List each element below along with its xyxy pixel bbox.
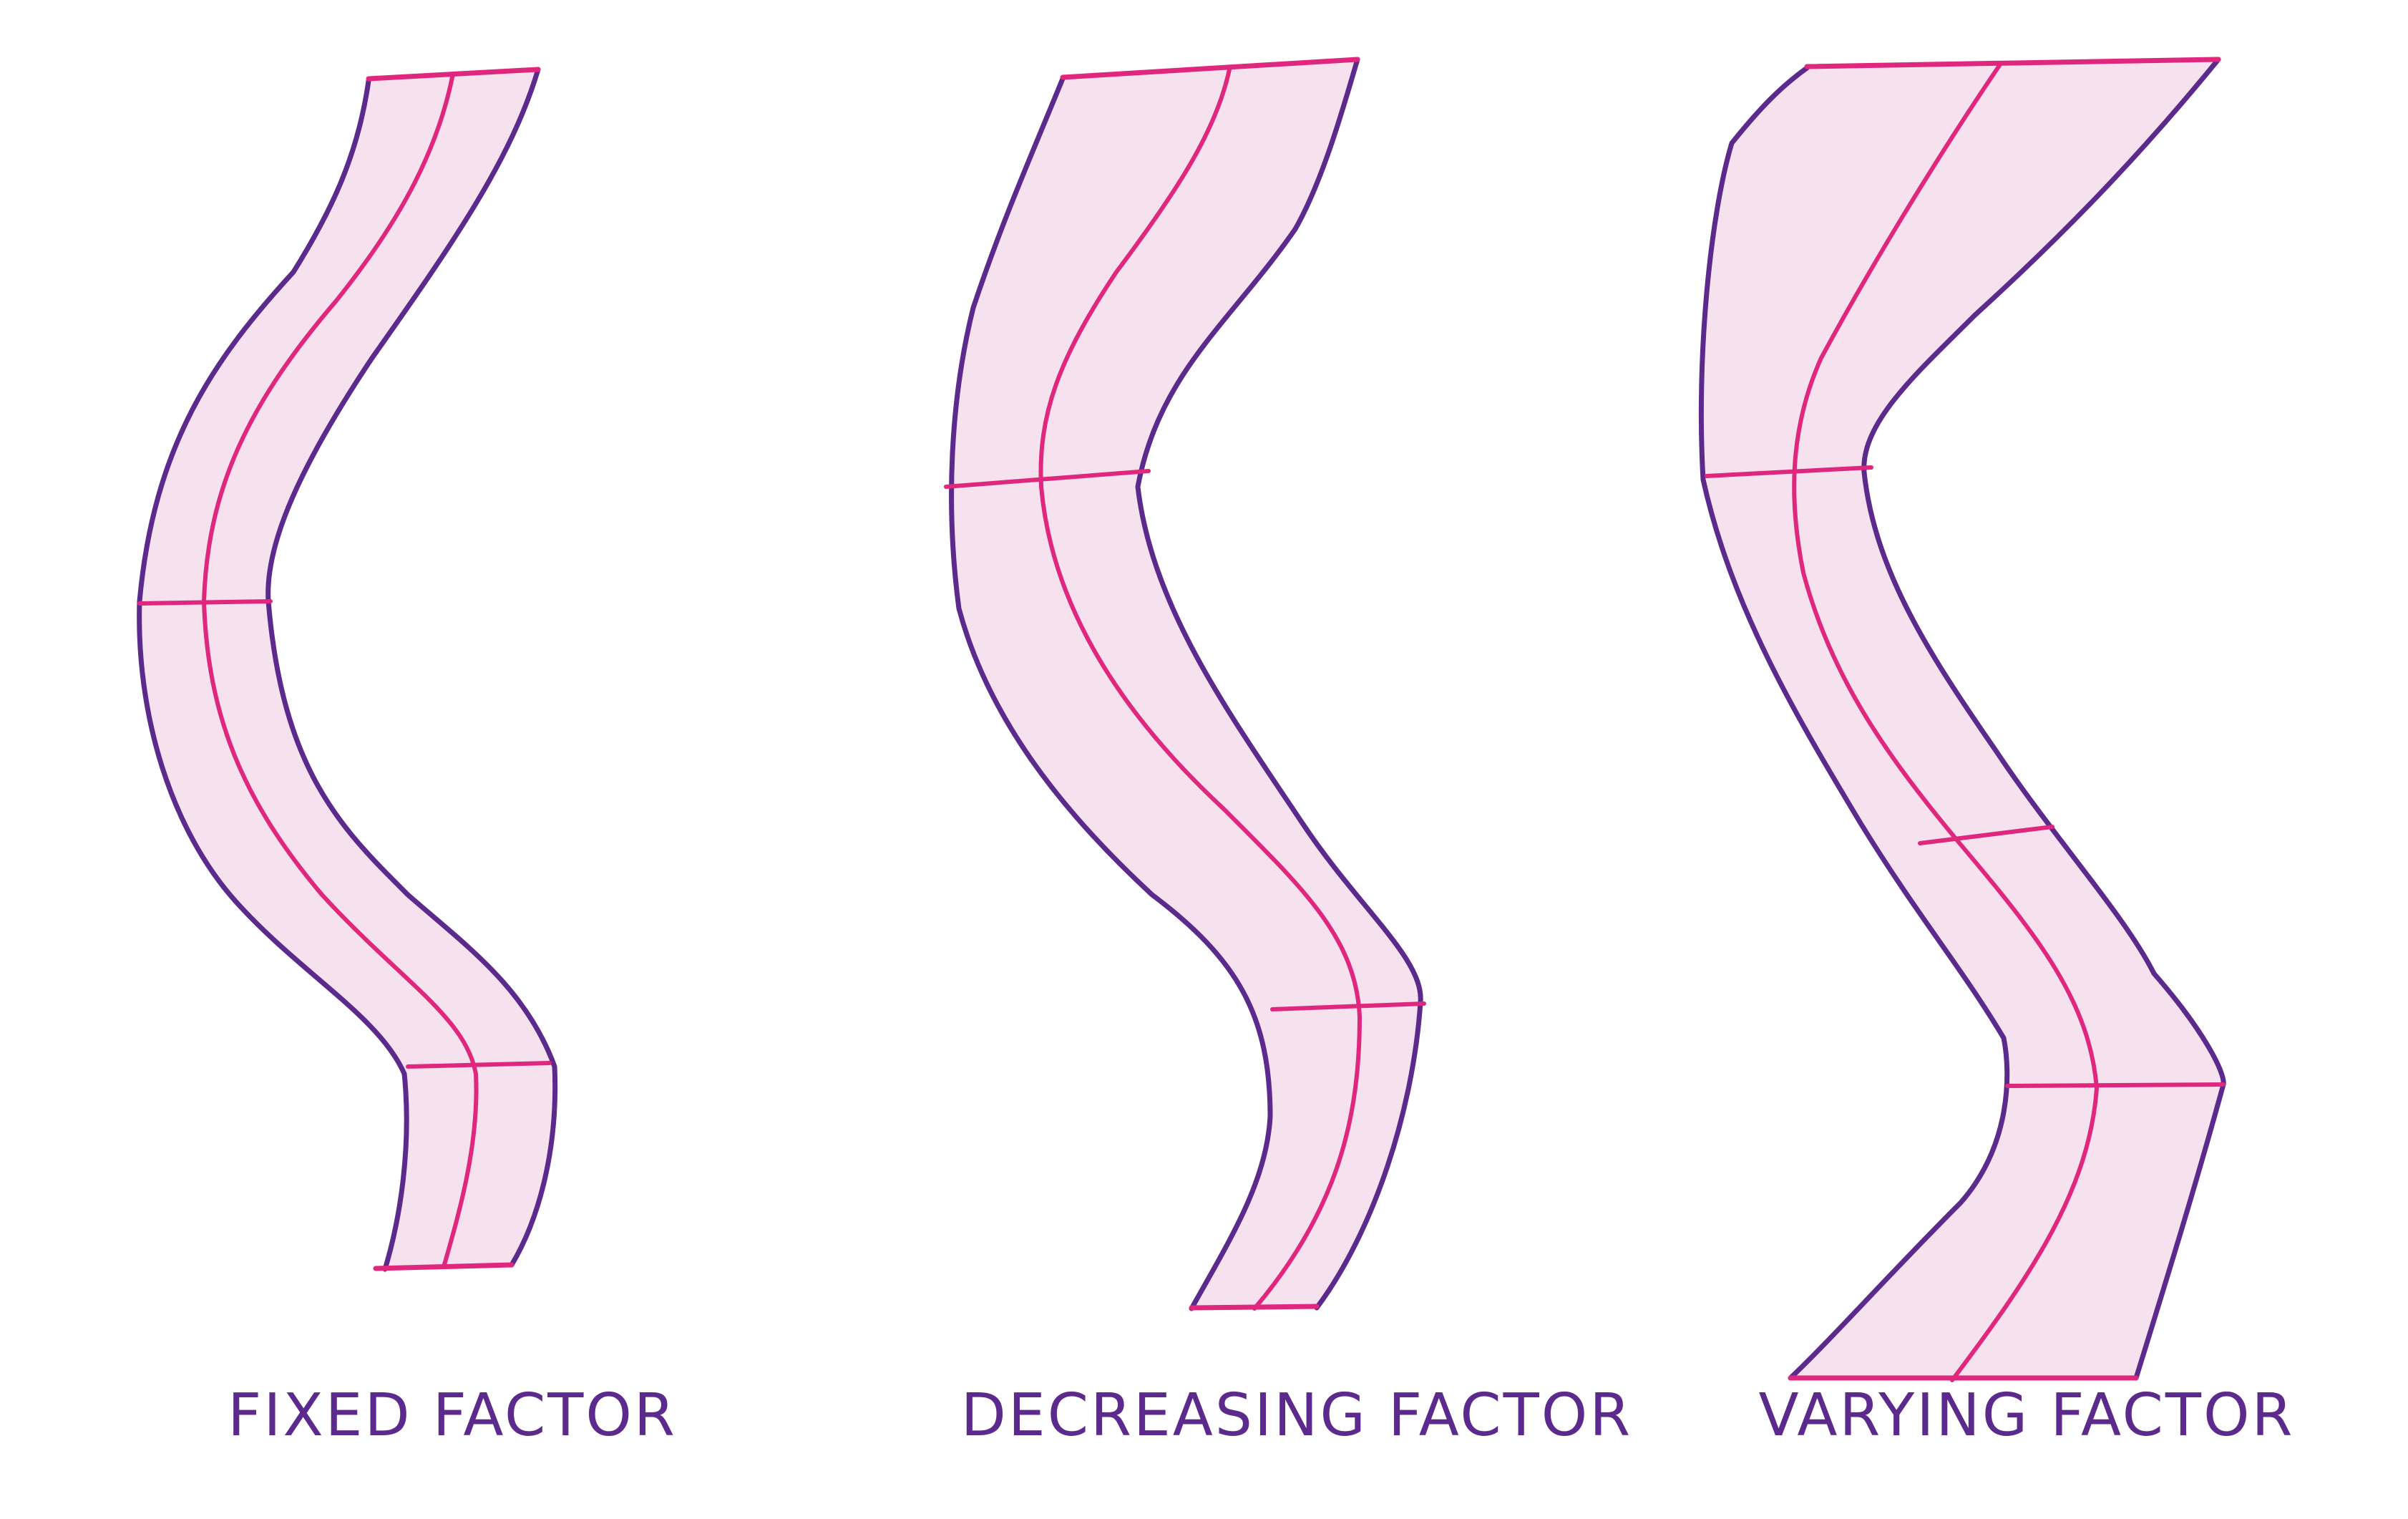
left-edge <box>1698 65 2010 1381</box>
left-edge <box>949 76 1273 1311</box>
cross-line-middle <box>1918 825 2054 845</box>
cross-line-lower <box>2005 1082 2226 1088</box>
top-cap <box>1804 57 2221 69</box>
decreasing-factor-band <box>944 57 1426 1311</box>
caption-fixed-factor: FIXED FACTOR <box>228 1382 677 1450</box>
bottom-cap <box>1189 1304 1320 1311</box>
bottom-cap <box>373 1262 515 1271</box>
varying-factor-band <box>1698 57 2226 1382</box>
cross-line-lower <box>406 1061 552 1069</box>
caption-varying-factor: VARYING FACTOR <box>1758 1382 2295 1450</box>
fixed-factor-band <box>137 67 558 1272</box>
center-line <box>1038 67 1363 1311</box>
cross-line-upper <box>1705 465 1873 478</box>
right-edge <box>265 67 558 1268</box>
cross-line-middle <box>137 599 273 606</box>
cross-line-lower <box>1270 1001 1426 1011</box>
left-edge <box>137 78 409 1272</box>
band-fill <box>951 59 1421 1309</box>
center-line <box>201 72 479 1269</box>
right-edge <box>1861 57 2226 1381</box>
caption-decreasing-factor: DECREASING FACTOR <box>960 1382 1633 1450</box>
right-edge <box>1135 57 1423 1311</box>
cross-line-upper <box>944 469 1151 489</box>
top-cap <box>366 67 541 82</box>
band-fill <box>1701 59 2224 1378</box>
band-fill <box>139 69 555 1269</box>
center-line <box>1792 62 2100 1382</box>
top-cap <box>1060 57 1360 80</box>
